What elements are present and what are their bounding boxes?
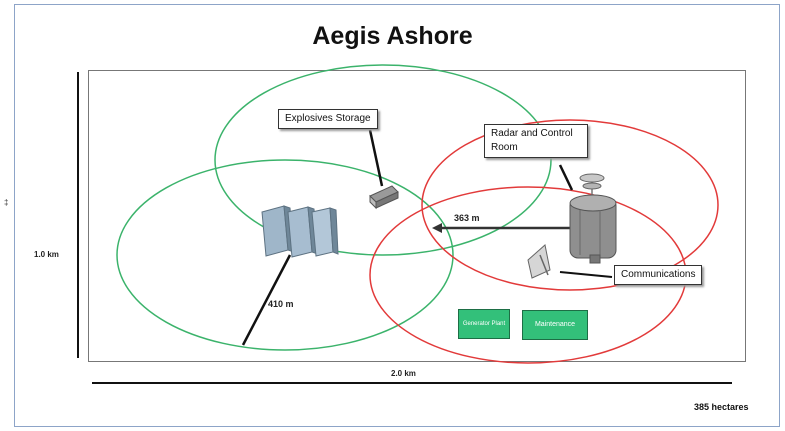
radar-structure-icon (569, 173, 617, 264)
diagram-title: Aegis Ashore (312, 22, 473, 50)
radius-line-410 (241, 254, 292, 346)
explosives-storage-label: Explosives Storage (278, 109, 378, 129)
distance-label-410: 410 m (268, 299, 294, 309)
communications-label: Communications (614, 265, 703, 285)
explosives-storage-icon (369, 185, 399, 210)
height-label: 1.0 km (34, 250, 59, 259)
slide-frame (14, 4, 780, 427)
radar-leader-line (558, 164, 574, 191)
communications-leader-line (559, 271, 613, 278)
red-radius-circle-upper (421, 119, 719, 291)
area-label: 385 hectares (694, 402, 749, 412)
buildings-icon (261, 205, 339, 258)
left-margin-mark: ‡ (4, 198, 9, 207)
width-label: 2.0 km (391, 369, 416, 378)
maintenance-box: Maintenance (522, 310, 588, 340)
green-radius-circle-left (116, 159, 454, 351)
communications-antenna-icon (527, 244, 551, 279)
generator-plant-box: Generator Plant (458, 309, 510, 339)
arrow-head (432, 223, 442, 233)
radar-control-label: Radar and Control Room (484, 124, 588, 158)
distance-label-363: 363 m (454, 213, 480, 223)
green-radius-circle-top (214, 64, 552, 256)
explosives-leader-line (368, 129, 384, 187)
